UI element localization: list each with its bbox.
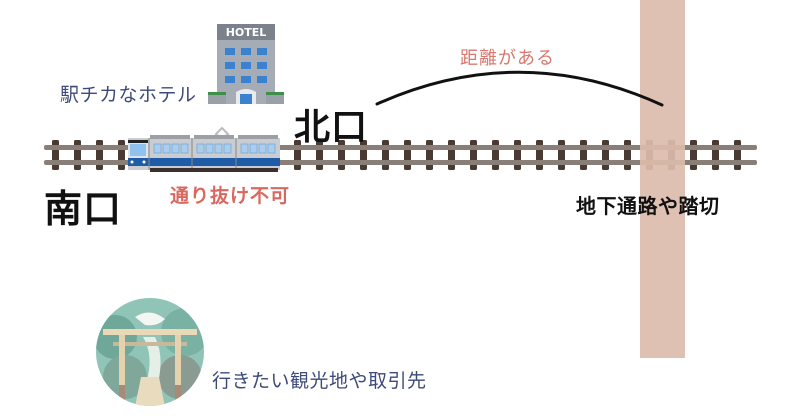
no-passthrough-label: 通り抜け不可 bbox=[170, 185, 291, 207]
underpass-crossing-band bbox=[640, 0, 685, 358]
hotel-building-icon: HOTEL bbox=[208, 24, 284, 104]
train-icon bbox=[128, 126, 280, 172]
crossing-label: 地下通路や踏切 bbox=[576, 194, 720, 218]
hotel-sign-text: HOTEL bbox=[226, 26, 267, 39]
torii-shrine-icon bbox=[96, 298, 204, 406]
hotel-label: 駅チカなホテル bbox=[60, 84, 197, 106]
north-exit-label: 北口 bbox=[294, 107, 369, 148]
distance-label: 距離がある bbox=[460, 48, 555, 69]
destination-label: 行きたい観光地や取引先 bbox=[212, 370, 427, 392]
south-exit-label: 南口 bbox=[44, 187, 123, 231]
